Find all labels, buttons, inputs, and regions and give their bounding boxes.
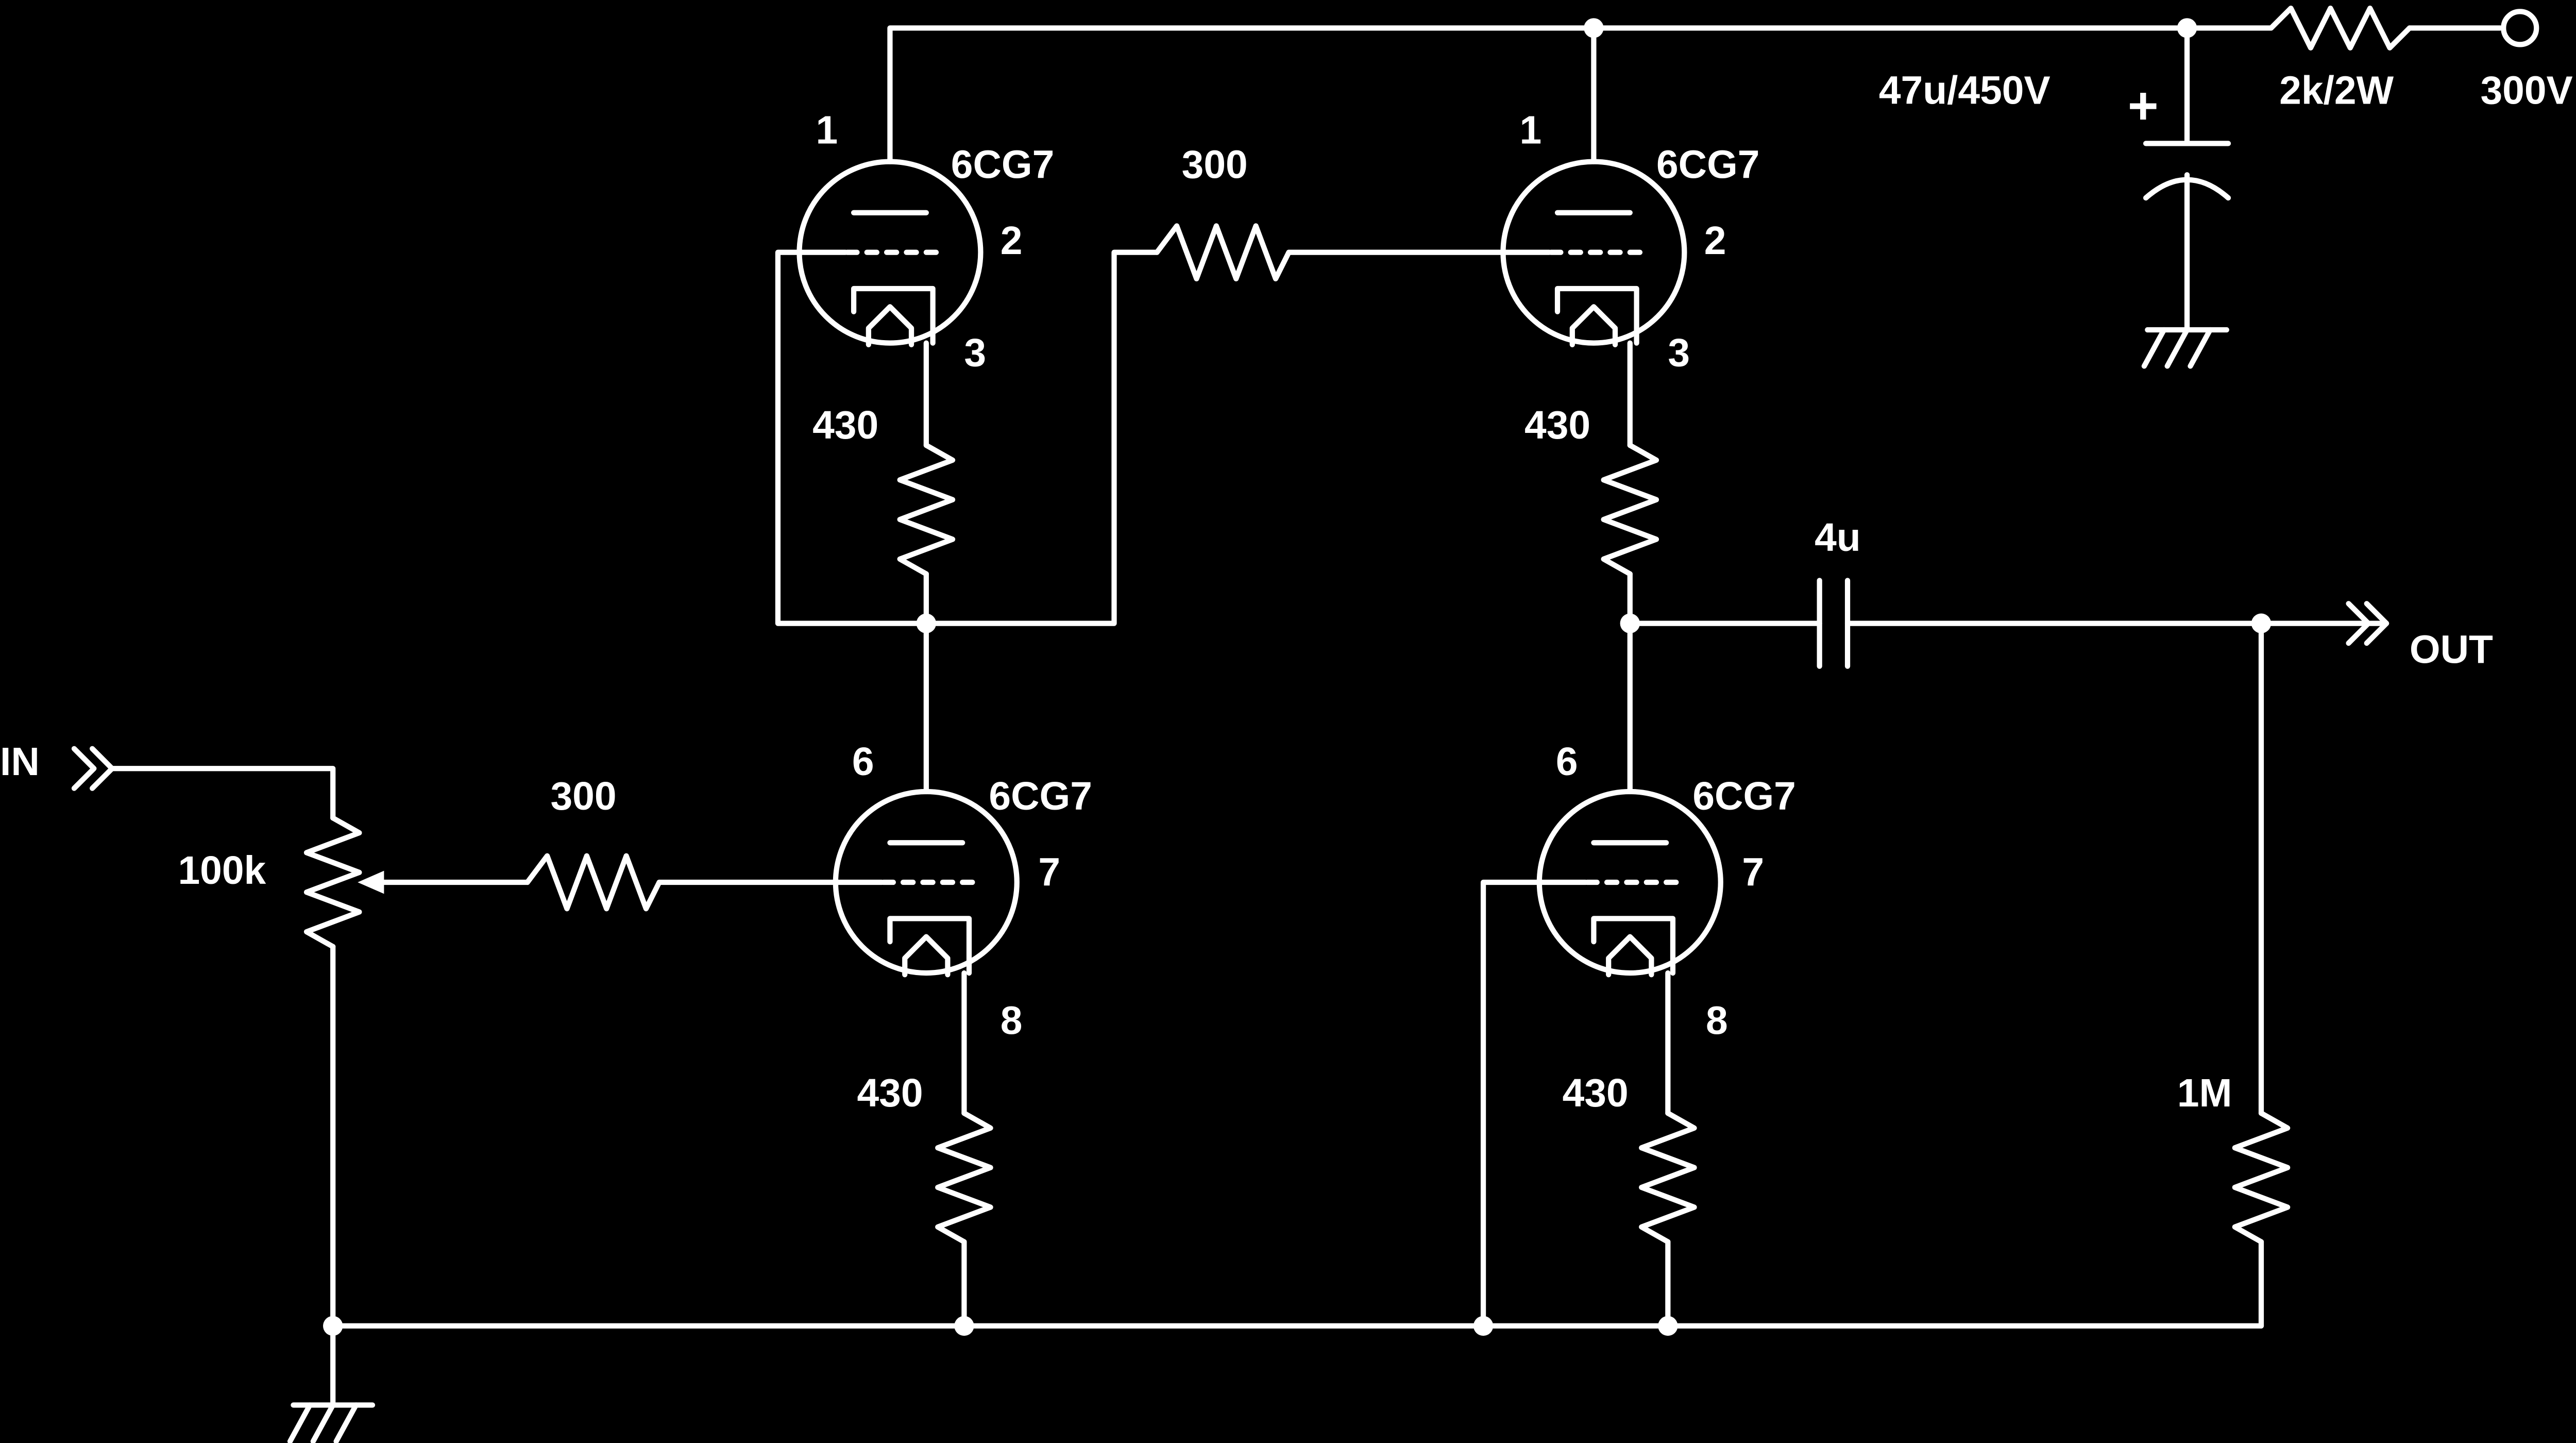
output-network — [1627, 578, 2389, 1329]
tube-upper-right-pin-grid: 2 — [1704, 219, 1726, 263]
ground-rail — [290, 1323, 2264, 1441]
tube-lower-left-pin-plate: 6 — [852, 740, 874, 784]
tube-lower-right-type: 6CG7 — [1692, 774, 1796, 818]
tube-lower-left-type: 6CG7 — [989, 774, 1092, 818]
junction-dots — [323, 18, 2272, 1336]
upper-left-grid-loop — [775, 223, 1552, 626]
cathode-upper-right-label: 430 — [1524, 403, 1590, 447]
tube-upper-left-pin-grid: 2 — [1001, 219, 1023, 263]
tube-upper-left-pin-plate: 1 — [816, 108, 838, 152]
cathode-upper-left-label: 430 — [812, 403, 878, 447]
cathode-resistor-upper-left — [897, 442, 956, 577]
in-label: IN — [0, 740, 40, 784]
tube-lower-left-pin-grid: 7 — [1038, 850, 1060, 894]
cathode-resistor-lower-right — [1639, 1110, 1697, 1245]
tube-upper-left — [800, 162, 981, 795]
cap-polarity-label: + — [2128, 76, 2159, 135]
cathode-resistor-upper-right — [1601, 442, 1659, 577]
pot-label: 100k — [178, 848, 266, 893]
tube-lower-right-pin-cathode: 8 — [1706, 998, 1728, 1043]
cathode-resistor-lower-left — [935, 1110, 993, 1245]
supply-resistor-label: 2k/2W — [2279, 69, 2394, 113]
coupling-cap-label: 4u — [1815, 515, 1861, 560]
volume-potentiometer — [303, 815, 362, 949]
tube-lower-right-pin-plate: 6 — [1556, 740, 1578, 784]
output-load-label: 1M — [2177, 1071, 2232, 1115]
output-load-resistor — [2232, 1110, 2291, 1245]
grid-resistor-upper-label: 300 — [1182, 143, 1248, 187]
tube-lower-right — [1480, 792, 1721, 1329]
cathode-lower-right-label: 430 — [1563, 1071, 1629, 1115]
grid-resistor-input-label: 300 — [550, 774, 616, 818]
grid-resistor-upper — [1154, 223, 1292, 281]
tube-lower-left-pin-cathode: 8 — [1001, 998, 1023, 1043]
grid-resistor-input — [524, 853, 662, 912]
supply-voltage-label: 300V — [2480, 69, 2572, 113]
tube-upper-right-type: 6CG7 — [1656, 143, 1760, 187]
filter-cap-label: 47u/450V — [1879, 69, 2050, 113]
supply-rail — [887, 5, 2539, 164]
tube-upper-right-pin-cathode: 3 — [1668, 330, 1690, 375]
cathode-lower-left-label: 430 — [857, 1071, 923, 1115]
tube-lower-right-pin-grid: 7 — [1742, 850, 1764, 894]
tube-lower-left — [836, 792, 1017, 1329]
input-network — [71, 746, 885, 1329]
out-label: OUT — [2410, 627, 2493, 672]
tube-upper-left-type: 6CG7 — [951, 143, 1055, 187]
tube-upper-right — [1503, 162, 1684, 795]
tube-upper-right-pin-plate: 1 — [1519, 108, 1541, 152]
filter-capacitor — [2144, 25, 2231, 366]
tube-upper-left-pin-cathode: 3 — [964, 330, 986, 375]
